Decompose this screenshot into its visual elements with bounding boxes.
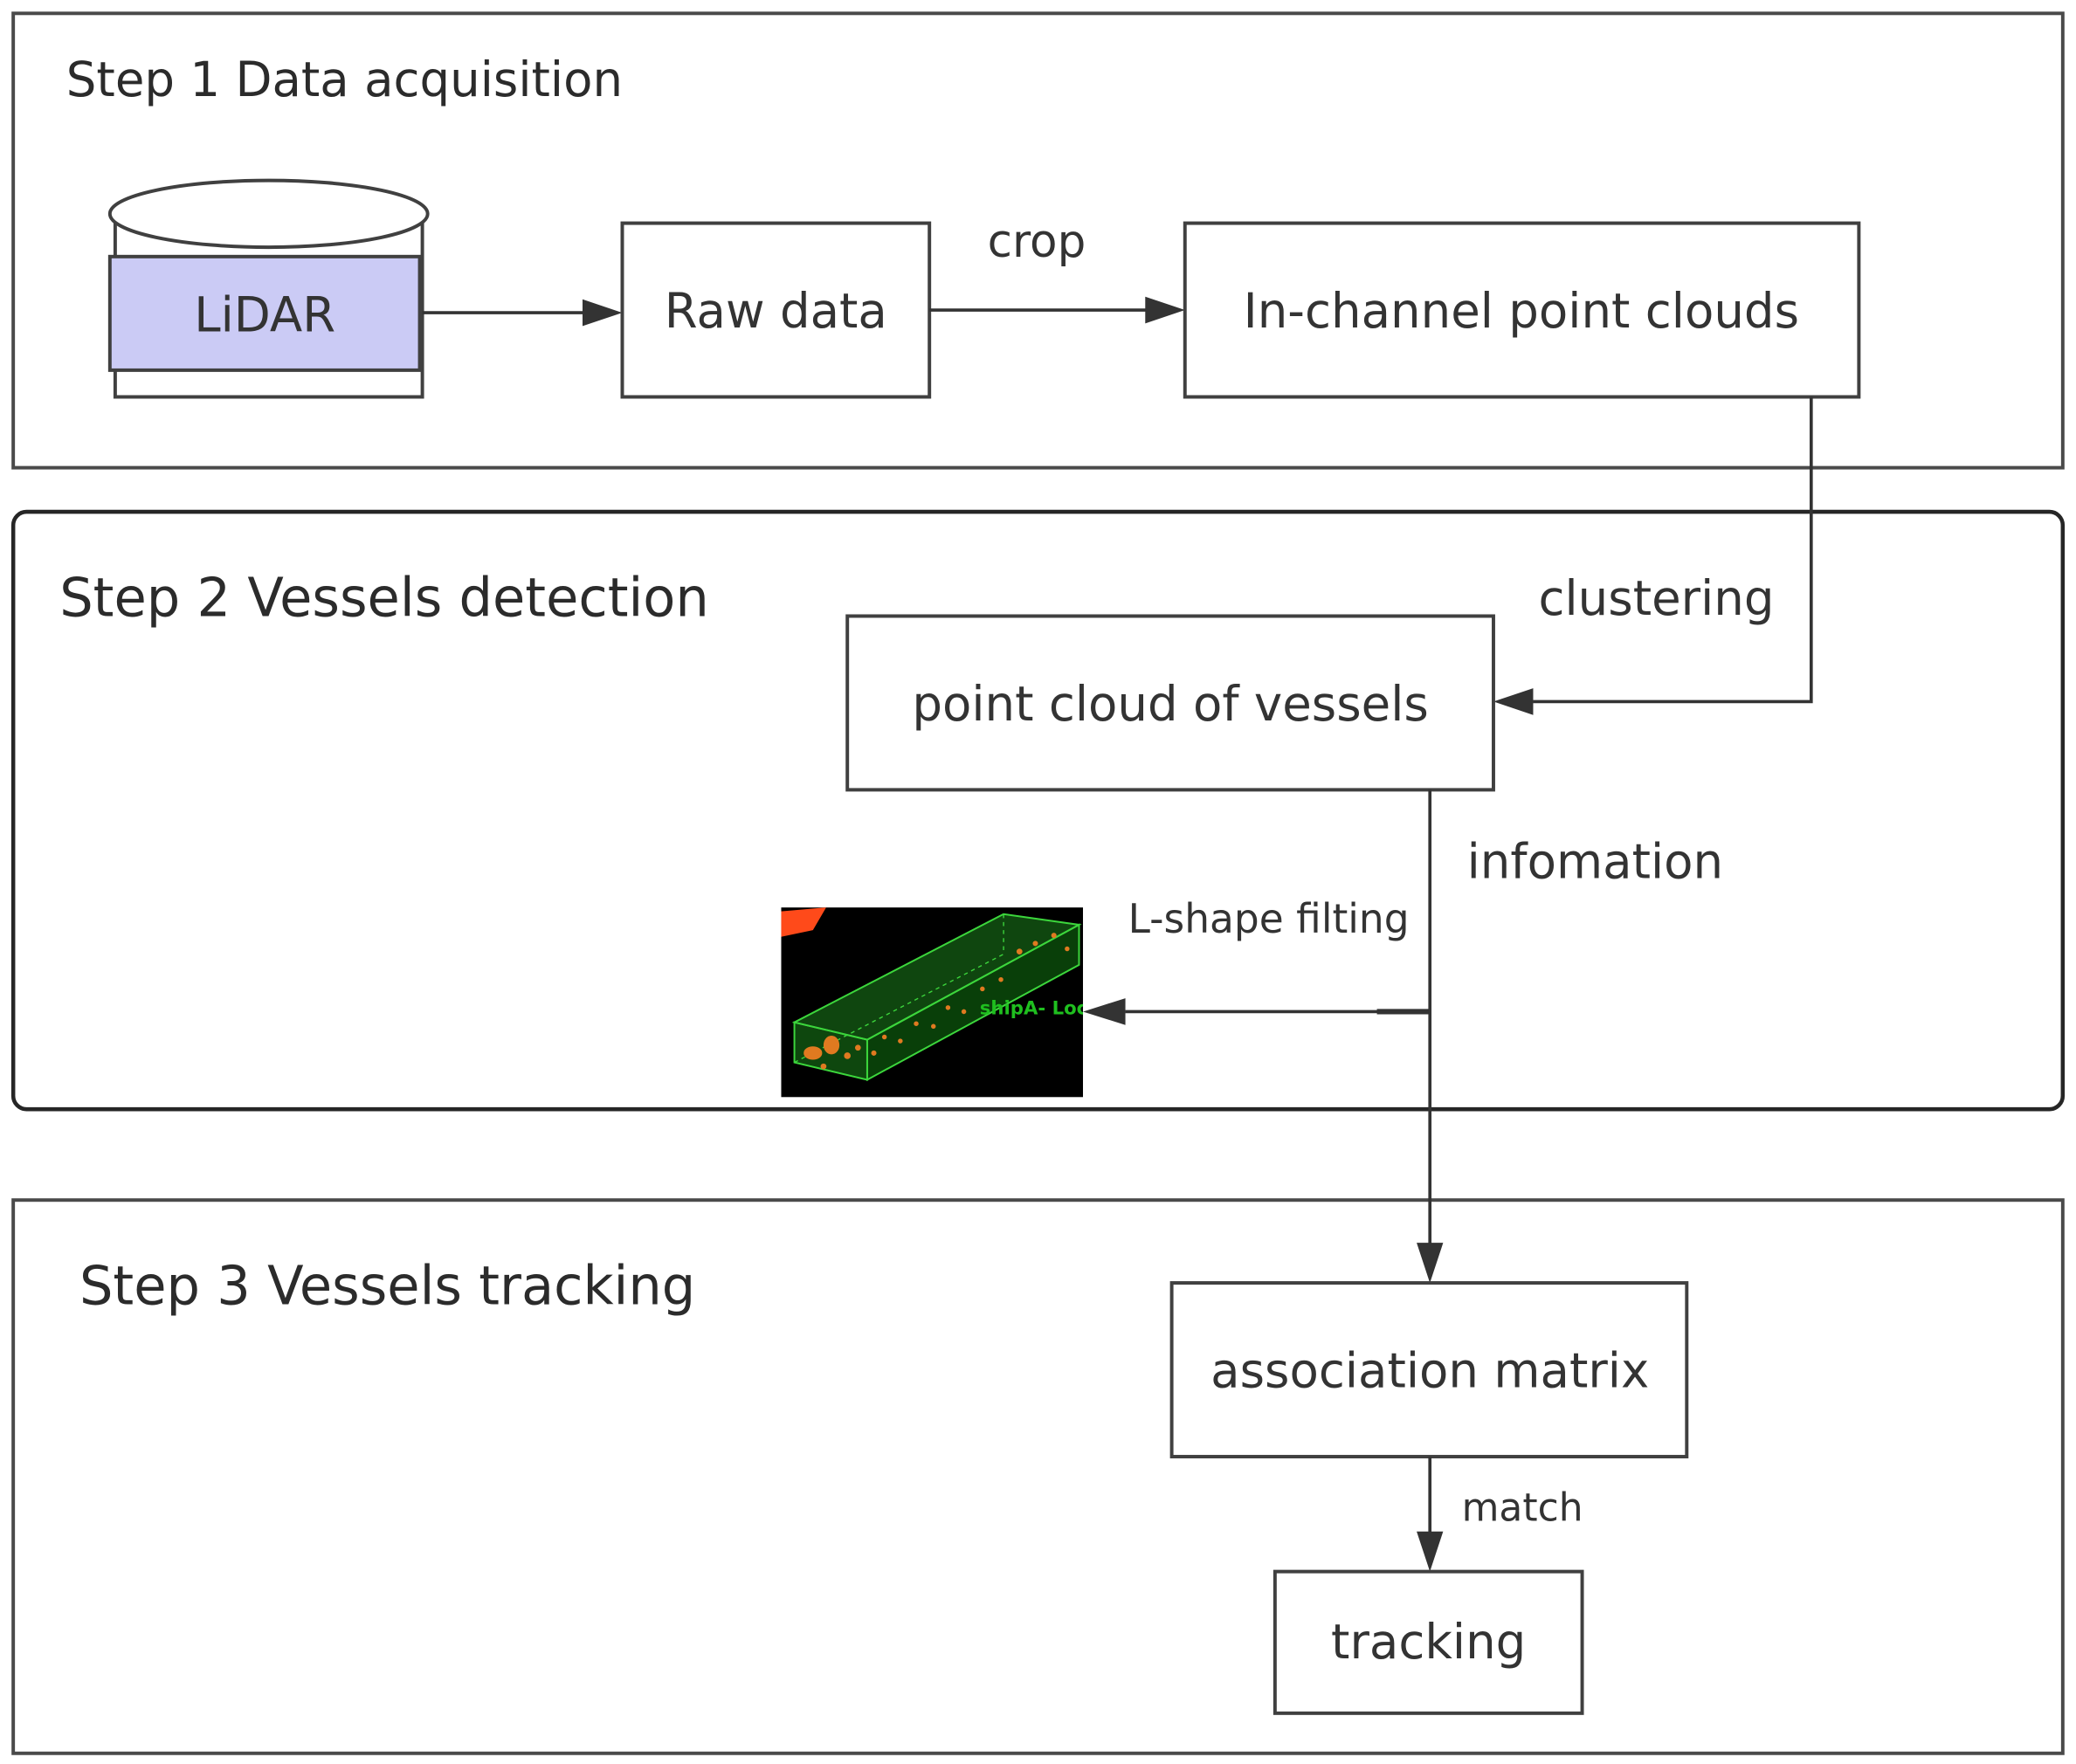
point-cloud-of-vessels-label: point cloud of vessels — [912, 676, 1428, 732]
in-channel-point-clouds-box — [1183, 221, 1861, 399]
arrow-match: match — [1417, 1457, 1583, 1572]
step-3-frame — [11, 1198, 2065, 1755]
association-matrix-box — [1169, 1281, 1689, 1459]
edge-label-match: match — [1462, 1485, 1583, 1530]
step-3-panel: Step 3 Vessels tracking association matr… — [11, 789, 2065, 1755]
step-2-panel: Step 2 Vessels detection clustering poin… — [10, 396, 2066, 1112]
in-channel-point-clouds-label: In-channel point clouds — [1244, 283, 1799, 339]
arrow-infomation — [1417, 789, 1444, 1284]
vessel-points-icon — [804, 933, 1070, 1070]
step-2-title: Step 2 Vessels detection — [59, 567, 709, 629]
edge-label-clustering: clustering — [1539, 570, 1775, 626]
in-channel-point-clouds-node: In-channel point clouds — [1183, 221, 1861, 399]
point-cloud-of-vessels-node: point cloud of vessels — [845, 614, 1495, 792]
edge-label-crop: crop — [988, 216, 1086, 268]
edge-label-infomation: infomation — [1467, 833, 1723, 889]
thumbnail-red-patch — [781, 907, 826, 937]
tracking-box — [1272, 1569, 1584, 1715]
lidar-label: LiDAR — [194, 286, 335, 342]
association-matrix-node: association matrix — [1169, 1281, 1689, 1459]
association-matrix-label: association matrix — [1210, 1342, 1649, 1398]
arrow-l-shape-filting — [1083, 998, 1431, 1025]
lidar-band — [107, 254, 422, 372]
step-3-title: Step 3 Vessels tracking — [79, 1255, 695, 1317]
arrow-lidar-to-raw-data — [422, 299, 623, 327]
edge-label-l-shape-filting: L-shape filting — [1128, 896, 1410, 942]
raw-data-label: Raw data — [665, 283, 887, 339]
step-2-frame — [10, 509, 2066, 1112]
lidar-cylinder-top — [107, 178, 430, 250]
l-shape-fitting-thumbnail: shipA- Loc — [781, 907, 1087, 1098]
bbox-top-face — [791, 913, 1082, 1041]
step-1-frame — [11, 11, 2065, 470]
tracking-label: tracking — [1331, 1614, 1526, 1670]
lidar-node: LiDAR — [107, 178, 430, 399]
raw-data-box — [620, 221, 932, 399]
tracking-node: tracking — [1272, 1569, 1584, 1715]
step-1-title: Step 1 Data acquisition — [66, 52, 623, 107]
point-cloud-of-vessels-box — [845, 614, 1495, 792]
thumbnail-label: shipA- Loc — [980, 997, 1087, 1019]
raw-data-node: Raw data — [620, 221, 932, 399]
arrow-clustering: clustering — [1493, 396, 1813, 715]
arrow-raw-data-to-in-channel: crop — [929, 216, 1185, 324]
step-1-panel: Step 1 Data acquisition LiDAR Raw data c… — [11, 11, 2065, 470]
